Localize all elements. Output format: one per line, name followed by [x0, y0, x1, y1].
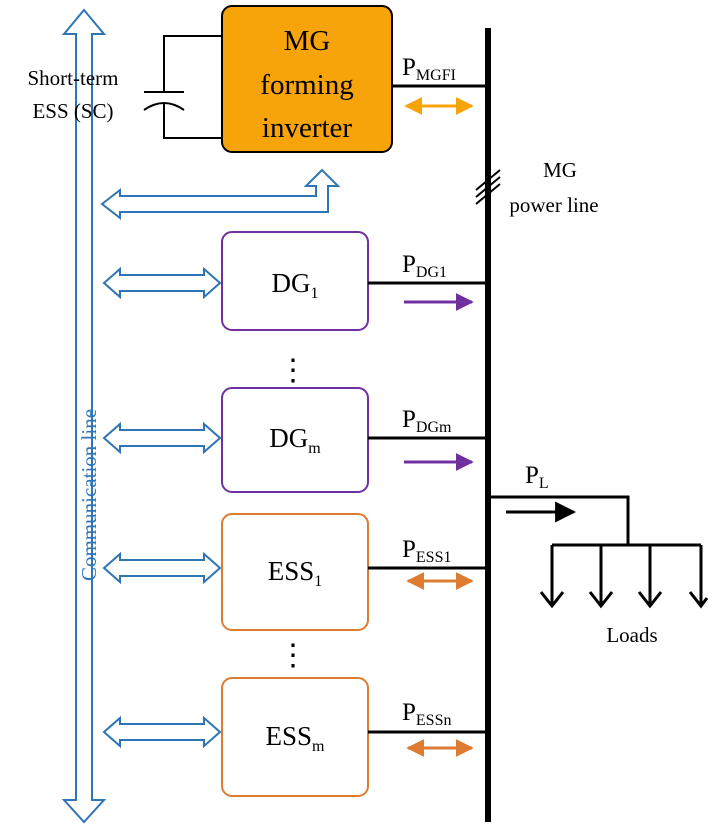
- p-mgfi-label: PMGFI: [402, 54, 456, 84]
- load-arrowheads: [539, 591, 709, 609]
- loads-label: Loads: [606, 623, 657, 647]
- essm-comm-link: [102, 715, 222, 749]
- dg1-label: DG1: [272, 268, 319, 302]
- ess1-comm-link: [102, 551, 222, 585]
- ess-ellipsis: ⋮: [278, 639, 308, 672]
- ess1-block: [221, 513, 369, 631]
- dg1-block: [221, 231, 369, 331]
- ess1-label: ESS1: [268, 556, 323, 590]
- supercapacitor-symbol: [143, 35, 222, 139]
- mgfi-comm-link: [100, 168, 341, 221]
- load-branch: [488, 495, 703, 604]
- block-comm-links: [102, 266, 222, 749]
- dgm-label: DGm: [269, 423, 321, 457]
- p-load-label: PL: [525, 462, 549, 492]
- p-dg1-label: PDG1: [402, 251, 447, 281]
- mgfi-label-2: forming: [260, 69, 353, 101]
- p-essn-label: PESSn: [402, 699, 451, 729]
- mgfi-label-3: inverter: [262, 112, 353, 144]
- power-line-label-2: power line: [509, 193, 598, 217]
- communication-line-label: Communication line: [77, 409, 101, 581]
- sc-label-2: ESS (SC): [32, 99, 113, 123]
- dg1-comm-link: [102, 266, 222, 300]
- dgm-comm-link: [102, 421, 222, 455]
- p-dgm-label: PDGm: [402, 406, 452, 436]
- dg-ellipsis: ⋮: [278, 354, 308, 387]
- power-line-label-1: MG: [543, 158, 577, 182]
- dgm-block: [221, 387, 369, 493]
- mg-forming-inverter-block: [221, 5, 393, 153]
- power-line-slash-marks: [475, 169, 501, 205]
- p-ess1-label: PESS1: [402, 536, 451, 566]
- essm-label: ESSm: [266, 721, 326, 755]
- communication-line-arrow: [61, 8, 107, 824]
- mgfi-label-1: MG: [284, 25, 331, 57]
- sc-label-1: Short-term: [28, 66, 119, 90]
- essm-block: [221, 677, 369, 797]
